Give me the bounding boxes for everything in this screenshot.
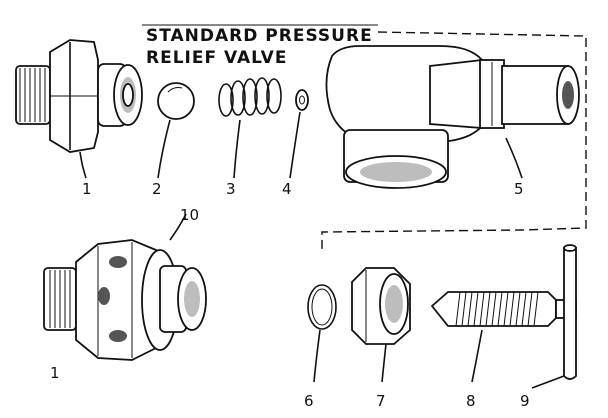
callout-9: 9 <box>520 392 530 410</box>
callout-2: 2 <box>152 180 162 198</box>
callout-8: 8 <box>466 392 476 410</box>
part-1-hex-fitting <box>15 39 143 153</box>
title-line-1: STANDARD PRESSURE <box>146 26 373 46</box>
part-2-ball <box>157 82 195 120</box>
part-5-valve-body <box>325 45 580 189</box>
part-10-ported-body <box>43 239 207 361</box>
part-6-o-ring <box>307 284 337 330</box>
callout-7: 7 <box>376 392 386 410</box>
callout-3: 3 <box>226 180 236 198</box>
callout-5: 5 <box>514 180 524 198</box>
part-3-spring <box>218 77 282 117</box>
leader-lines <box>79 111 565 389</box>
callout-6: 6 <box>304 392 314 410</box>
stray-mark: 1 <box>50 364 60 382</box>
dashed-assembly-line <box>321 31 587 250</box>
part-7-hex-nut <box>351 267 411 345</box>
part-8-adjusting-screw <box>430 291 557 327</box>
callout-10: 10 <box>180 206 199 224</box>
part-9-t-handle <box>555 244 577 380</box>
callout-1: 1 <box>82 180 92 198</box>
title-line-2: RELIEF VALVE <box>146 48 287 68</box>
part-4-washer <box>295 89 309 111</box>
callout-4: 4 <box>282 180 292 198</box>
